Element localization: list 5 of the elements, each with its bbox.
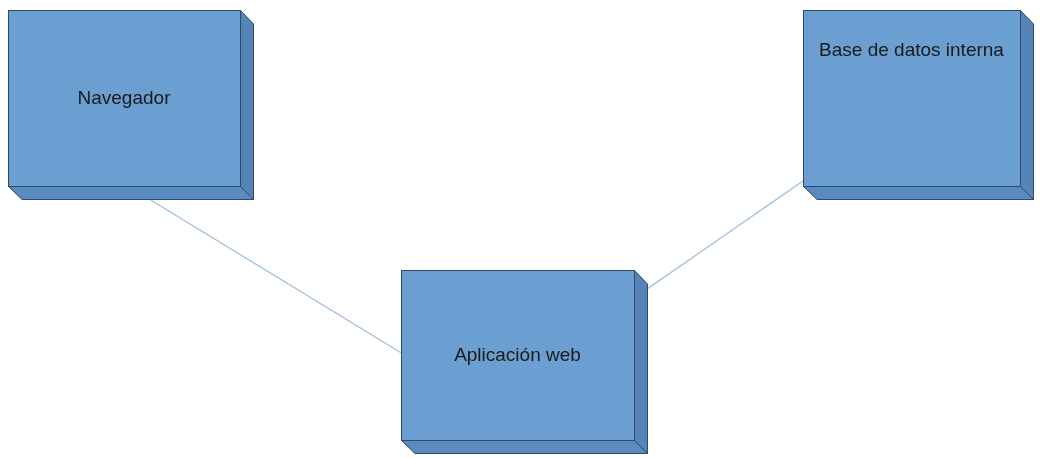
node-label: Base de datos interna	[819, 38, 1004, 63]
node-label: Aplicación web	[454, 343, 581, 368]
node-label: Navegador	[77, 86, 171, 111]
connector-line	[647, 180, 804, 290]
connector-line	[150, 199, 402, 354]
